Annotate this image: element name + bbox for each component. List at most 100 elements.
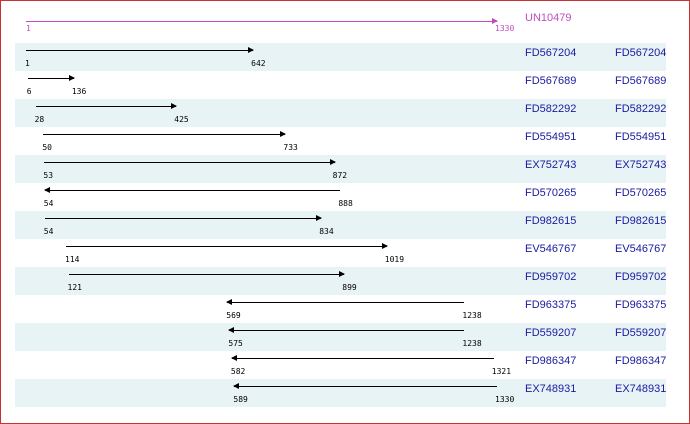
arrow-head-icon bbox=[68, 75, 75, 81]
sequence-name-link[interactable]: FD582292 bbox=[525, 103, 577, 115]
sequence-name-link[interactable]: FD959702 bbox=[525, 271, 577, 283]
end-position-label: 872 bbox=[332, 171, 348, 180]
reverse-alignment-arrow bbox=[226, 299, 465, 305]
table-row: 569 1238 FD963375 FD963375 bbox=[15, 295, 666, 323]
sequence-name-link[interactable]: FD963375 bbox=[525, 299, 577, 311]
forward-alignment-arrow bbox=[66, 243, 388, 249]
table-row: 121 899 FD959702 FD959702 bbox=[15, 267, 666, 295]
sequence-name-link[interactable]: FD554951 bbox=[525, 131, 577, 143]
start-position-label: 575 bbox=[228, 339, 243, 348]
reference-row: 1 1330 UN10479 bbox=[15, 8, 666, 36]
end-position-label: 834 bbox=[319, 227, 334, 236]
sequence-id-link[interactable]: FD567689 bbox=[615, 75, 667, 87]
reverse-alignment-arrow bbox=[233, 383, 497, 389]
sequence-id-link[interactable]: EV546767 bbox=[615, 243, 667, 255]
alignment-track: 575 1238 bbox=[15, 323, 520, 351]
arrow-head-icon bbox=[492, 18, 498, 24]
sequence-id-link[interactable]: FD570265 bbox=[615, 187, 667, 199]
table-row: 50 733 FD554951 FD554951 bbox=[15, 127, 666, 155]
sequence-name-link[interactable]: FD570265 bbox=[525, 187, 577, 199]
start-position-label: 54 bbox=[43, 227, 54, 236]
sequence-id-link[interactable]: FD982615 bbox=[615, 215, 667, 227]
end-position-label: 1019 bbox=[384, 255, 405, 264]
sequence-id-link[interactable]: FD567204 bbox=[615, 47, 667, 59]
alignment-track: 569 1238 bbox=[15, 295, 520, 323]
arrow-head-icon bbox=[43, 187, 50, 193]
alignment-track: 589 1330 bbox=[15, 379, 520, 407]
end-position-label: 136 bbox=[71, 87, 87, 96]
end-position-label: 888 bbox=[338, 199, 353, 208]
forward-alignment-arrow bbox=[26, 47, 255, 53]
forward-alignment-arrow bbox=[43, 131, 287, 137]
arrow-head-icon bbox=[329, 159, 336, 165]
sequence-name-link[interactable]: FD559207 bbox=[525, 327, 577, 339]
end-position-label: 899 bbox=[342, 283, 357, 292]
arrow-head-icon bbox=[316, 215, 323, 221]
sequence-id-link[interactable]: FD986347 bbox=[615, 355, 667, 367]
alignment-track: 54 888 bbox=[15, 183, 520, 211]
alignment-track: 50 733 bbox=[15, 127, 520, 155]
alignment-track: 6 136 bbox=[15, 71, 520, 99]
sequence-id-link[interactable]: FD582292 bbox=[615, 103, 667, 115]
sequence-id-link[interactable]: FD959702 bbox=[615, 271, 667, 283]
end-position-label: 642 bbox=[251, 59, 266, 68]
sequence-name-link[interactable]: FD986347 bbox=[525, 355, 577, 367]
table-row: 54 834 FD982615 FD982615 bbox=[15, 211, 666, 239]
sequence-id-link[interactable]: FD559207 bbox=[615, 327, 667, 339]
forward-alignment-arrow bbox=[44, 215, 323, 221]
arrow-head-icon bbox=[230, 355, 237, 361]
sequence-id-link[interactable]: FD554951 bbox=[615, 131, 667, 143]
sequence-name-link[interactable]: FD567204 bbox=[525, 47, 577, 59]
reference-end-label: 1330 bbox=[495, 24, 515, 33]
reference-name-link[interactable]: UN10479 bbox=[525, 12, 572, 24]
end-position-label: 1321 bbox=[491, 367, 512, 376]
reverse-alignment-arrow bbox=[230, 355, 494, 361]
arrow-head-icon bbox=[171, 103, 178, 109]
reverse-alignment-arrow bbox=[43, 187, 341, 193]
sequence-id-link[interactable]: EX748931 bbox=[615, 383, 667, 395]
arrow-head-icon bbox=[233, 383, 240, 389]
reference-track: 1 1330 bbox=[15, 8, 520, 36]
sequence-name-link[interactable]: FD982615 bbox=[525, 215, 577, 227]
start-position-label: 1 bbox=[25, 59, 30, 68]
forward-alignment-arrow bbox=[68, 271, 346, 277]
sequence-name-link[interactable]: EX752743 bbox=[525, 159, 577, 171]
start-position-label: 569 bbox=[226, 311, 241, 320]
sequence-id-link[interactable]: FD963375 bbox=[615, 299, 667, 311]
reference-arrow bbox=[26, 18, 498, 24]
sequence-name-link[interactable]: FD567689 bbox=[525, 75, 577, 87]
end-position-label: 1330 bbox=[495, 395, 515, 404]
arrow-head-icon bbox=[248, 47, 255, 53]
arrow-head-icon bbox=[228, 327, 235, 333]
sequence-id-link[interactable]: EX752743 bbox=[615, 159, 667, 171]
alignment-track: 121 899 bbox=[15, 267, 520, 295]
sequence-name-link[interactable]: EX748931 bbox=[525, 383, 577, 395]
alignment-track: 54 834 bbox=[15, 211, 520, 239]
end-position-label: 1238 bbox=[462, 339, 482, 348]
forward-alignment-arrow bbox=[27, 75, 75, 81]
arrow-head-icon bbox=[280, 131, 287, 137]
arrow-head-icon bbox=[226, 299, 233, 305]
end-position-label: 1238 bbox=[462, 311, 482, 320]
table-row: 589 1330 EX748931 EX748931 bbox=[15, 379, 666, 407]
end-position-label: 733 bbox=[283, 143, 298, 152]
start-position-label: 50 bbox=[42, 143, 52, 152]
start-position-label: 54 bbox=[43, 199, 54, 208]
arrow-head-icon bbox=[339, 271, 346, 277]
forward-alignment-arrow bbox=[35, 103, 178, 109]
table-row: 575 1238 FD559207 FD559207 bbox=[15, 323, 666, 351]
start-position-label: 589 bbox=[233, 395, 248, 404]
start-position-label: 6 bbox=[26, 87, 32, 96]
sequence-name-link[interactable]: EV546767 bbox=[525, 243, 577, 255]
reverse-alignment-arrow bbox=[228, 327, 465, 333]
start-position-label: 121 bbox=[67, 283, 82, 292]
